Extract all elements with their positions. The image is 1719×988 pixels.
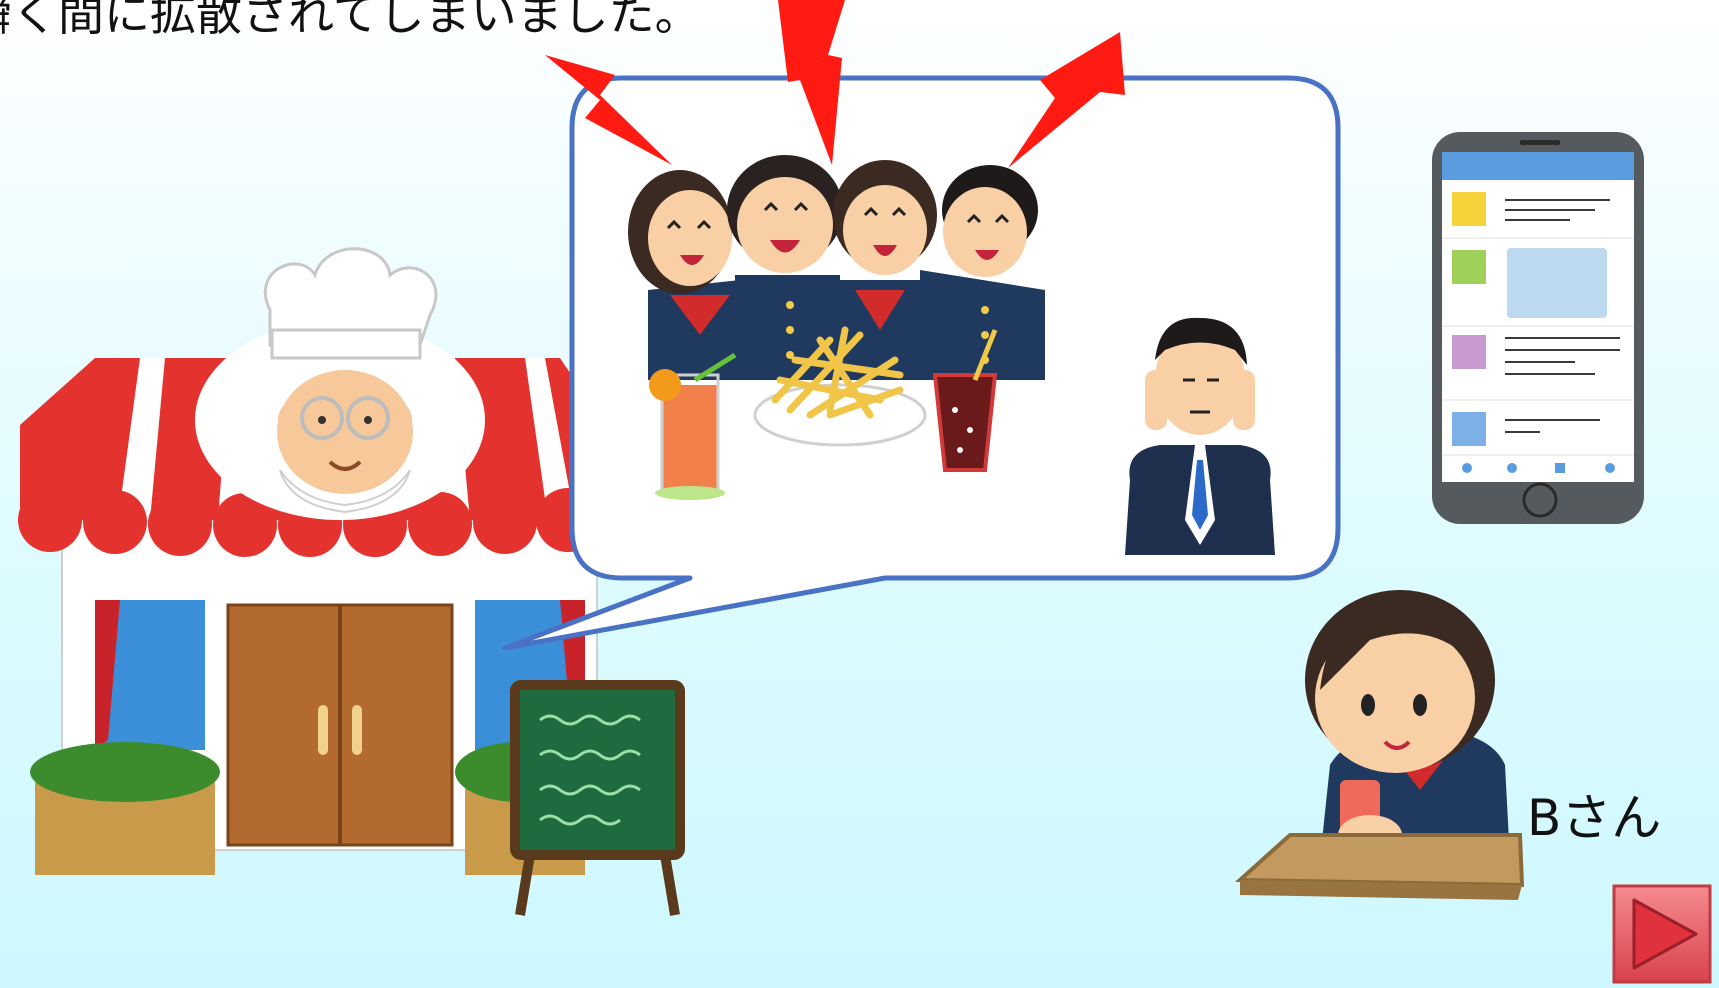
person-label-b: Bさん [1527,789,1662,847]
smartphone-icon [1432,132,1644,524]
lightning-bolt-icon [545,0,1125,168]
annoyed-man-illustration [1125,317,1275,555]
student-b-illustration [1234,590,1525,900]
food-and-drinks-illustration [649,326,998,500]
students-group-illustration [628,155,1045,380]
next-slide-button[interactable] [1612,884,1712,984]
restaurant-illustration [18,247,685,916]
play-triangle-icon [1612,884,1712,984]
caption-text: 瞬く間に拡散されてしまいました。 [0,0,701,41]
